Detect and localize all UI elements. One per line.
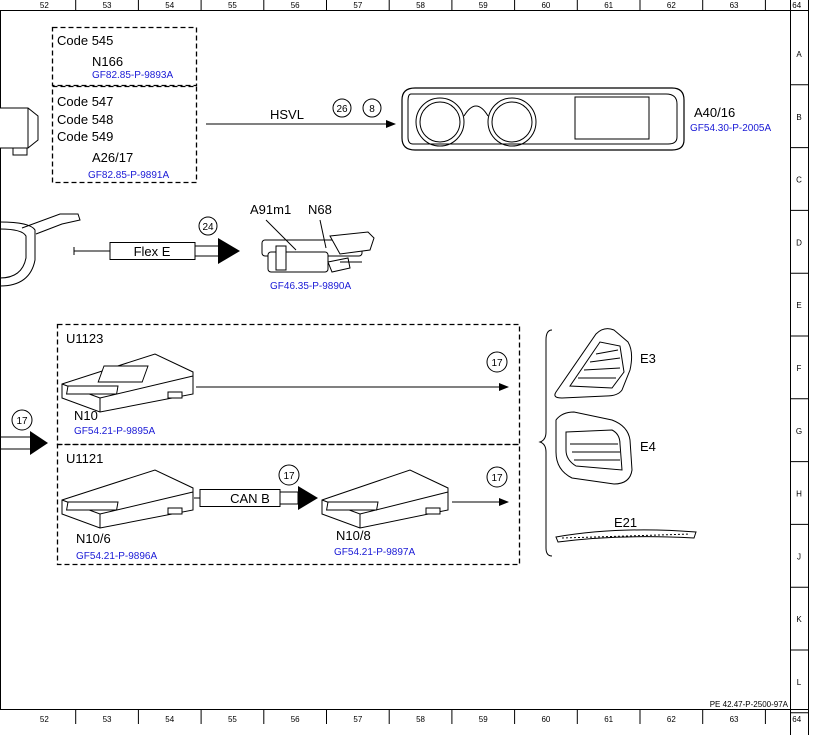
n10-6-label: N10/6 [76, 531, 111, 546]
row-label-F: F [797, 364, 802, 373]
column-label-55: 55 [228, 1, 237, 10]
n10-8-module-icon[interactable] [321, 469, 449, 529]
column-label-63: 63 [730, 715, 739, 724]
flex-e-label: Flex E [134, 244, 171, 259]
column-label-62: 62 [667, 1, 676, 10]
drawing-id: PE 42.47-P-2500-97A [710, 700, 789, 709]
u1121-label: U1121 [66, 451, 103, 466]
column-label-56: 56 [291, 715, 300, 724]
n10-8-label: N10/8 [336, 528, 371, 543]
hsvl-circle-26: 26 [336, 104, 348, 115]
column-label-53: 53 [103, 1, 112, 10]
code-547-label: Code 547 [57, 94, 113, 109]
u1123-label: U1123 [66, 331, 103, 346]
row-label-L: L [797, 678, 802, 687]
n166-ref[interactable]: GF82.85-P-9893A [92, 70, 173, 81]
column-label-54: 54 [165, 715, 174, 724]
instrument-cluster-icon[interactable] [401, 87, 685, 151]
a26-17-label: A26/17 [92, 150, 133, 165]
steering-column-icon [0, 213, 81, 287]
a40-16-label: A40/16 [694, 105, 735, 120]
n10-module-icon[interactable] [61, 353, 194, 413]
column-label-52: 52 [40, 1, 49, 10]
n10-ref[interactable]: GF54.21-P-9895A [74, 426, 155, 437]
column-label-58: 58 [416, 1, 425, 10]
a26-17-ref[interactable]: GF82.85-P-9891A [88, 170, 169, 181]
row-label-H: H [796, 490, 802, 499]
a40-16-ref[interactable]: GF54.30-P-2005A [690, 123, 771, 134]
n10-8-ref[interactable]: GF54.21-P-9897A [334, 547, 415, 558]
row-label-C: C [796, 176, 802, 185]
column-label-58: 58 [416, 715, 425, 724]
row-label-G: G [796, 427, 802, 436]
e4-lamp-icon[interactable] [555, 411, 633, 485]
code-box-545[interactable]: Code 545 N166 GF82.85-P-9893A [51, 26, 198, 87]
u1123-out-circle-17: 17 [491, 358, 503, 369]
n10-label: N10 [74, 408, 98, 423]
column-label-63: 63 [730, 1, 739, 10]
e3-lamp-icon[interactable] [554, 328, 633, 399]
n10-6-module-icon[interactable] [61, 469, 194, 529]
column-label-60: 60 [541, 1, 550, 10]
input-17-connection: 17 [0, 409, 48, 455]
row-label-A: A [796, 50, 802, 59]
code-545-label: Code 545 [57, 33, 113, 48]
input-circle-17: 17 [16, 416, 28, 427]
column-label-55: 55 [228, 715, 237, 724]
column-label-61: 61 [604, 715, 613, 724]
column-label-56: 56 [291, 1, 300, 10]
column-ticks-top: 52 53 54 55 56 57 58 59 60 61 62 63 64 [40, 0, 802, 10]
code-548-label: Code 548 [57, 112, 113, 127]
column-label-54: 54 [165, 1, 174, 10]
column-label-64: 64 [792, 715, 801, 724]
column-label-62: 62 [667, 715, 676, 724]
u1123-box[interactable]: U1123 N10 GF54.21-P-9895A 17 [56, 323, 521, 446]
column-ticks-bottom: 52 53 54 55 56 57 58 59 60 61 62 63 64 [40, 710, 802, 724]
column-label-57: 57 [353, 715, 362, 724]
column-label-52: 52 [40, 715, 49, 724]
flex-e-connection: Flex E 24 [73, 216, 240, 264]
n10-6-ref[interactable]: GF54.21-P-9896A [76, 551, 157, 562]
partial-module-icon [0, 107, 39, 156]
row-label-D: D [796, 238, 802, 247]
n68-label: N68 [308, 202, 332, 217]
e4-label: E4 [640, 439, 656, 454]
column-label-64: 64 [792, 1, 801, 10]
column-label-60: 60 [541, 715, 550, 724]
column-label-53: 53 [103, 715, 112, 724]
e3-label: E3 [640, 351, 656, 366]
u1121-out-circle-17: 17 [491, 473, 503, 484]
column-label-59: 59 [479, 1, 488, 10]
hsvl-label: HSVL [270, 107, 304, 122]
row-label-E: E [796, 301, 801, 310]
hsvl-circle-8: 8 [369, 104, 375, 115]
flex-e-ref[interactable]: GF46.35-P-9890A [270, 281, 351, 292]
code-549-label: Code 549 [57, 129, 113, 144]
row-label-K: K [796, 615, 802, 624]
column-label-61: 61 [604, 1, 613, 10]
e21-lamp-icon[interactable] [555, 529, 697, 543]
a91m1-label: A91m1 [250, 202, 291, 217]
u1121-box[interactable]: U1121 N10/6 GF54.21-P-9896A CAN B 17 N10… [56, 443, 521, 566]
n166-label: N166 [92, 54, 123, 69]
can-b-label: CAN B [230, 491, 270, 506]
lamps-brace [538, 329, 553, 557]
column-label-59: 59 [479, 715, 488, 724]
can-b-circle-17: 17 [283, 471, 295, 482]
row-label-B: B [796, 113, 801, 122]
flex-e-circle-24: 24 [202, 222, 214, 233]
row-label-J: J [797, 552, 801, 561]
hsvl-connection: HSVL 26 8 [206, 98, 396, 128]
column-label-57: 57 [353, 1, 362, 10]
row-ticks: A B C D E F G H J K L [790, 50, 808, 714]
steering-actuator-icon[interactable] [261, 219, 375, 273]
e21-label: E21 [614, 515, 637, 530]
code-box-547-549[interactable]: Code 547 Code 548 Code 549 A26/17 GF82.8… [51, 85, 198, 184]
